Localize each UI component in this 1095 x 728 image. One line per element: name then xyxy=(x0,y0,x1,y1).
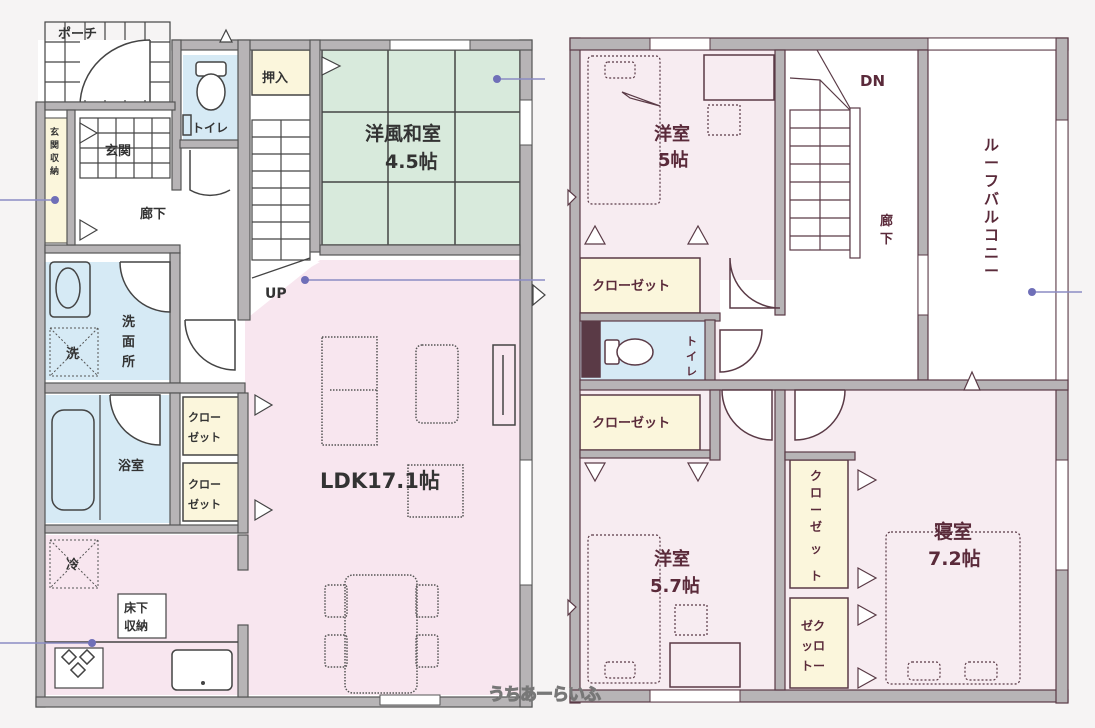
svg-text:ッ: ッ xyxy=(810,542,822,556)
svg-text:トー: トー xyxy=(801,659,825,673)
label-closet-3: ク ロ ー ゼ ッ ト xyxy=(810,469,822,583)
label-roof-balcony: ル ー フ バ ル コ ニ ー xyxy=(984,136,999,280)
label-underfloor-2: 収納 xyxy=(124,618,148,633)
label-washroom-3: 所 xyxy=(122,354,135,370)
floor-2-labels: 洋室 5帖 クローゼット ト イ レ DN 廊 下 ル ー フ バ ル コ ニ … xyxy=(592,72,999,673)
svg-text:ル: ル xyxy=(984,136,999,154)
svg-text:ル: ル xyxy=(984,208,999,226)
label-hallway2-1: 廊 xyxy=(880,213,893,229)
label-washroom-2: 面 xyxy=(122,335,135,350)
label-hallway2-2: 下 xyxy=(880,232,893,247)
label-oshiire: 押入 xyxy=(262,70,288,86)
label-shoe-storage-1: 玄 xyxy=(50,126,59,138)
label-toilet2-2: イ xyxy=(686,350,697,363)
label-western-room-1: 洋室 xyxy=(654,123,690,145)
svg-text:ロ: ロ xyxy=(810,486,822,500)
label-bedroom-size: 7.2帖 xyxy=(928,547,981,570)
svg-text:ゼ: ゼ xyxy=(810,519,822,534)
svg-text:フ: フ xyxy=(984,172,999,190)
label-hallway: 廊下 xyxy=(140,206,166,222)
label-toilet2-3: レ xyxy=(686,365,697,378)
label-ldk: LDK17.1帖 xyxy=(320,469,440,493)
svg-text:ー: ー xyxy=(810,503,822,517)
label-closet-a-1: クロー xyxy=(188,411,221,424)
label-closet-a-2: ゼット xyxy=(188,430,221,444)
label-fridge: 冷 xyxy=(66,557,79,573)
label-shoe-storage-4: 納 xyxy=(50,165,59,177)
floor-1-labels: ポーチ 玄関 玄 関 収 納 廊下 トイレ 押入 洗 面 所 洗 浴室 クロー … xyxy=(50,26,441,633)
label-closet-4: ゼク ッロ トー xyxy=(801,618,825,673)
label-shoe-storage-3: 収 xyxy=(50,152,60,164)
label-closet-b-1: クロー xyxy=(188,478,221,491)
label-bedroom: 寝室 xyxy=(934,520,972,543)
floor-2 xyxy=(567,37,1082,704)
label-entrance: 玄関 xyxy=(105,143,131,159)
label-western-room-1-size: 5帖 xyxy=(658,149,689,171)
label-japanese-room-size: 4.5帖 xyxy=(385,150,438,173)
label-toilet2-1: ト xyxy=(686,335,697,348)
svg-text:ー: ー xyxy=(984,262,999,280)
label-western-room-2: 洋室 xyxy=(654,548,690,570)
svg-text:バ: バ xyxy=(984,190,999,208)
label-washer: 洗 xyxy=(66,346,79,362)
label-stairs-up: UP xyxy=(265,286,287,302)
svg-text:ニ: ニ xyxy=(984,244,999,262)
label-washroom-1: 洗 xyxy=(122,314,135,330)
watermark: うちあーらいふ xyxy=(488,685,602,706)
svg-text:ク: ク xyxy=(810,469,822,483)
label-shoe-storage-2: 関 xyxy=(50,140,59,151)
label-japanese-room: 洋風和室 xyxy=(365,122,441,145)
label-porch: ポーチ xyxy=(58,26,97,42)
label-closet-1: クローゼット xyxy=(592,278,670,294)
label-bathroom: 浴室 xyxy=(118,458,144,474)
label-closet-b-2: ゼット xyxy=(188,497,221,511)
label-toilet: トイレ xyxy=(192,121,228,135)
label-underfloor-1: 床下 xyxy=(124,600,148,615)
svg-text:ー: ー xyxy=(984,154,999,172)
label-stairs-down: DN xyxy=(860,72,885,90)
svg-text:ゼク: ゼク xyxy=(801,618,825,633)
label-western-room-2-size: 5.7帖 xyxy=(650,575,700,597)
svg-text:ト: ト xyxy=(810,569,822,583)
svg-text:コ: コ xyxy=(984,226,999,244)
floor-1 xyxy=(0,21,546,708)
svg-text:ッロ: ッロ xyxy=(801,639,825,653)
label-closet-2: クローゼット xyxy=(592,415,670,431)
